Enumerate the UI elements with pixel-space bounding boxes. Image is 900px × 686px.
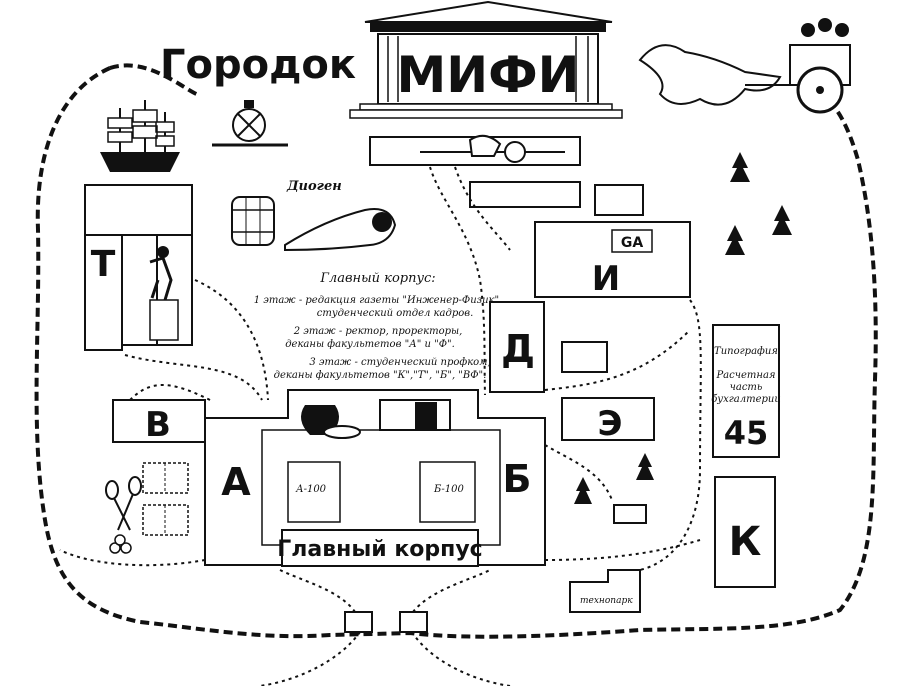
- helmet-icon: [420, 134, 565, 163]
- main-heading: Главный корпус:: [319, 271, 435, 286]
- floor3-line1: 3 этаж - студенческий профком,: [309, 357, 490, 368]
- floor3-line2: деканы факультетов "К","Т", "Б", "ВФ".: [274, 370, 487, 381]
- main-building-banner-text: Главный корпус: [277, 537, 482, 562]
- building-v[interactable]: [112, 399, 206, 443]
- building-small[interactable]: [561, 341, 608, 373]
- athlete-icon: [149, 246, 179, 341]
- temple-icon: [349, 0, 623, 119]
- building-front-lower[interactable]: [469, 181, 581, 208]
- building-a-label: А: [221, 460, 251, 504]
- floor2-line2: деканы факультетов "А" и "Ф".: [285, 339, 455, 350]
- building-t-bridge[interactable]: [84, 184, 193, 236]
- printshop-line2: Расчетная: [715, 370, 775, 381]
- building-upper-right[interactable]: [594, 184, 644, 216]
- main-building-banner: [281, 529, 479, 567]
- chariot-icon: [638, 18, 851, 114]
- building-45-label: 45: [724, 414, 769, 452]
- printshop-line4: бухгалтерии: [711, 394, 781, 405]
- diogenes-icon: [284, 208, 397, 252]
- technopark-building[interactable]: [569, 569, 641, 613]
- hall-b100[interactable]: [419, 461, 476, 523]
- map-title: Городок: [160, 42, 356, 88]
- floor2-line1: 2 этаж - ректор, проректоры,: [293, 326, 463, 337]
- trees-icon: [574, 152, 792, 504]
- footpaths: [59, 166, 702, 686]
- building-v-label: В: [145, 405, 171, 445]
- printshop-line1: Типография: [714, 346, 778, 357]
- gate-left[interactable]: [344, 611, 373, 633]
- barrel-icon: [231, 196, 275, 246]
- vase-icon: [301, 399, 451, 439]
- floor1-line2: студенческий отдел кадров.: [317, 308, 474, 319]
- building-e-label: Э: [598, 404, 623, 444]
- building-k[interactable]: [714, 476, 776, 588]
- hall-a100-label: А-100: [295, 484, 327, 495]
- clock-icon: [212, 100, 288, 147]
- building-d[interactable]: [489, 301, 545, 393]
- building-ga-label: GA: [621, 235, 643, 251]
- mifi-label: МИФИ: [396, 46, 579, 104]
- building-45[interactable]: [712, 324, 780, 458]
- floor1-line1: 1 этаж - редакция газеты "Инженер-Физик"…: [254, 295, 503, 306]
- campus-border: [34, 66, 878, 639]
- hall-b100-label: Б-100: [433, 484, 464, 495]
- building-i-label: И: [592, 259, 620, 299]
- diogen-label: Диоген: [286, 179, 342, 194]
- technopark-label: технопарк: [580, 596, 633, 606]
- building-e[interactable]: [561, 397, 655, 441]
- building-b-label: Б: [503, 457, 532, 501]
- building-mini[interactable]: [613, 504, 647, 524]
- building-d-label: Д: [501, 327, 535, 371]
- building-t-label: Т: [91, 244, 116, 285]
- building-ga[interactable]: [611, 229, 653, 253]
- gate-right[interactable]: [399, 611, 428, 633]
- printshop-line3: часть: [730, 382, 763, 393]
- building-k-label: К: [729, 519, 762, 565]
- ship-icon: [100, 100, 180, 172]
- campus-border-top: [109, 63, 201, 97]
- hall-a100[interactable]: [287, 461, 341, 523]
- tennis-icon: [105, 462, 189, 554]
